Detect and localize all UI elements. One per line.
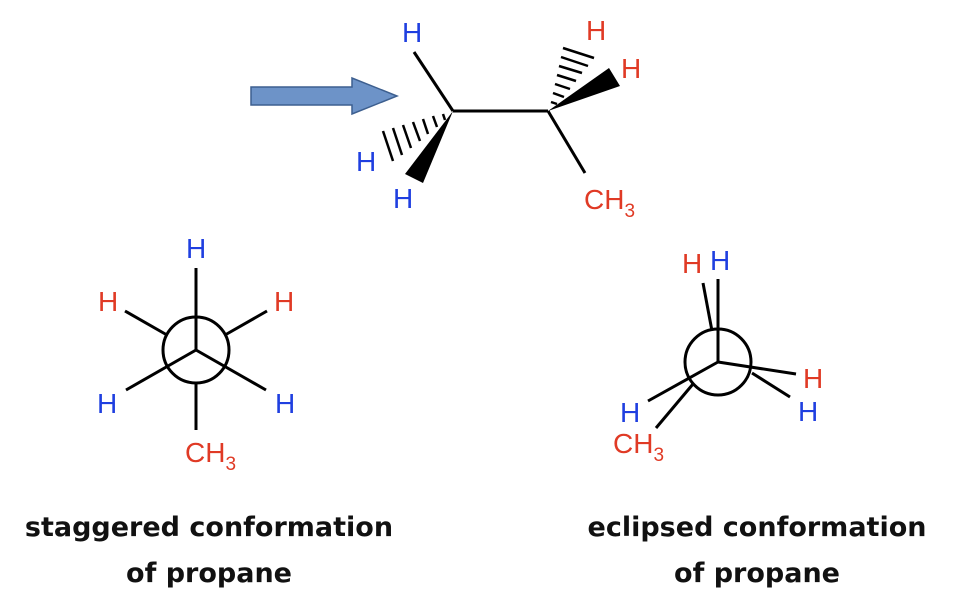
staggered-h-back-upper-right: H	[274, 286, 294, 317]
staggered-h-front-lower-right: H	[275, 388, 295, 419]
staggered-h-front-lower-left: H	[97, 388, 117, 419]
atom-ch3: CH3	[584, 184, 635, 222]
c1-h-wedge-bond	[405, 111, 453, 183]
back-bond-upper-left	[124, 309, 168, 337]
atom-h-left-dash: H	[356, 146, 376, 177]
front-bond-lower-right	[717, 360, 797, 376]
front-bond-lower-right	[195, 348, 267, 392]
eclipsed-h-front-lower-left: H	[620, 397, 640, 428]
c1-h-top-bond	[412, 51, 455, 112]
eclipsed-h-back-top: H	[682, 248, 702, 279]
c2-h-dash-bond	[550, 46, 595, 106]
atom-h-right-wedge: H	[621, 53, 641, 84]
eclipsed-h-front-top: H	[710, 245, 730, 276]
eclipsed-h-back-lower-right: H	[798, 396, 818, 427]
eclipsed-newman-projection: H H H H H CH3 eclipsed conformation of p…	[588, 245, 927, 589]
right-arrow-icon	[250, 76, 400, 116]
c2-h-wedge-bond	[548, 68, 620, 111]
wedge-dash-propane: H H H H H CH3	[356, 15, 641, 222]
c1-h-dash-bond	[381, 113, 447, 162]
front-bond-lower-left	[125, 348, 197, 392]
ch3-sub: 3	[653, 445, 664, 466]
ch3-main: CH	[584, 184, 624, 215]
ch3-sub: 3	[624, 201, 635, 222]
back-bond-up	[701, 282, 714, 332]
eclipsed-caption-line1: eclipsed conformation	[588, 512, 927, 543]
staggered-h-front-top: H	[186, 233, 206, 264]
back-bond-lower-left	[654, 383, 695, 429]
front-bond-lower-left	[647, 360, 719, 403]
ch3-sub: 3	[225, 454, 236, 475]
staggered-ch3: CH3	[185, 437, 236, 475]
atom-h-left-wedge: H	[393, 183, 413, 214]
atom-h-top-right-dash: H	[586, 15, 606, 46]
c2-ch3-bond	[546, 110, 587, 174]
eclipsed-caption-line2: of propane	[674, 558, 840, 589]
ch3-main: CH	[185, 437, 225, 468]
staggered-caption-line2: of propane	[126, 558, 292, 589]
eclipsed-ch3: CH3	[613, 428, 664, 466]
staggered-caption-line1: staggered conformation	[25, 512, 393, 543]
staggered-h-back-upper-left: H	[98, 286, 118, 317]
eclipsed-h-front-lower-right: H	[803, 363, 823, 394]
staggered-newman-projection: H H H H H CH3 staggered conformation of …	[25, 233, 393, 589]
viewing-arrow	[250, 76, 400, 116]
back-bond-upper-right	[224, 309, 268, 337]
ch3-main: CH	[613, 428, 653, 459]
back-bond-lower-right	[751, 371, 791, 399]
atom-h-top-left: H	[402, 17, 422, 48]
